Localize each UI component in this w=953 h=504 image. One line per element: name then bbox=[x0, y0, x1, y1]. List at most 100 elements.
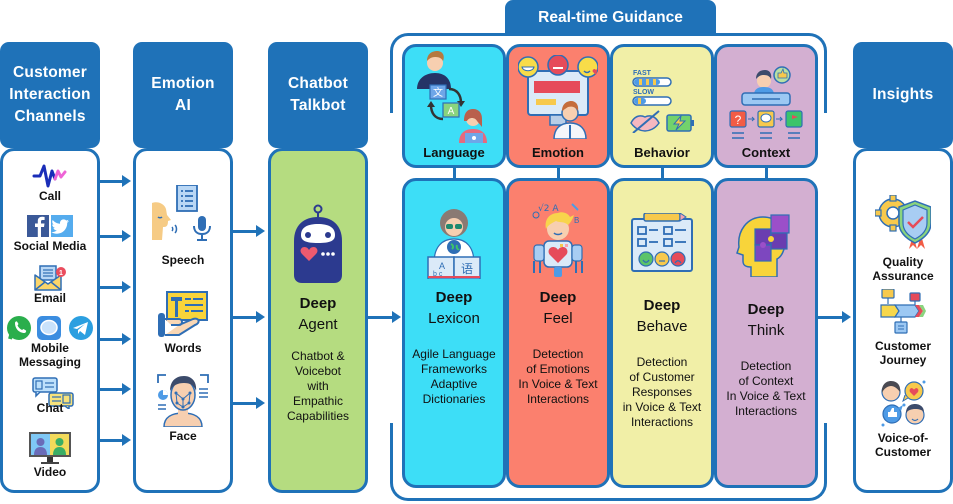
flow-arrow bbox=[100, 383, 131, 395]
module-bold: Deep bbox=[539, 289, 577, 306]
channel-call: Call bbox=[3, 163, 97, 203]
module-name: Lexicon bbox=[428, 310, 480, 327]
module-description: Detection of Customer Responses in Voice… bbox=[622, 355, 702, 429]
svg-text:文: 文 bbox=[433, 86, 443, 99]
flow-arrow bbox=[233, 225, 265, 237]
chatbot-panel: Deep Agent Chatbot & Voicebot with Empat… bbox=[268, 148, 368, 493]
emotion-ai-words: Words bbox=[136, 291, 230, 355]
insight-customer-journey: Customer Journey bbox=[856, 289, 950, 367]
deep-agent-bold: Deep bbox=[299, 295, 337, 312]
realtime-guidance-tab: Real-time Guidance bbox=[505, 0, 716, 36]
flow-arrow bbox=[100, 434, 131, 446]
category-label: Context bbox=[741, 145, 791, 160]
category-emotion: Emotion bbox=[506, 44, 610, 168]
robot-heart-icon bbox=[292, 203, 344, 283]
flow-arrow bbox=[100, 281, 131, 293]
chatbot-header: Chatbot Talkbot bbox=[268, 42, 368, 148]
module-name: Feel bbox=[543, 310, 573, 327]
survey-clipboard-icon bbox=[630, 213, 694, 273]
module-deep-think: Deep Think Detection of Context In Voice… bbox=[714, 178, 818, 488]
channels-panel: Call Social Media 1 Email Mobile Messagi… bbox=[0, 148, 100, 493]
flow-arrow bbox=[100, 333, 131, 345]
svg-text:语: 语 bbox=[461, 262, 473, 276]
flow-arrow bbox=[368, 311, 401, 323]
channels-header: Customer Interaction Channels bbox=[0, 42, 100, 148]
flow-arrow bbox=[818, 311, 851, 323]
connector-line bbox=[453, 168, 456, 178]
deep-agent-name: Agent bbox=[298, 316, 338, 333]
channel-mobile-messaging: Mobile Messaging bbox=[3, 315, 97, 369]
emotion-ai-speech: Speech bbox=[136, 185, 230, 267]
module-bold: Deep bbox=[643, 297, 681, 314]
channel-label: Call bbox=[38, 189, 61, 203]
module-description: Detection of Emotions In Voice & Text In… bbox=[518, 347, 598, 406]
realtime-bracket-top bbox=[390, 33, 827, 113]
module-bold: Deep bbox=[747, 301, 785, 318]
svg-text:B: B bbox=[574, 216, 579, 225]
module-description: Agile Language Frameworks Adaptive Dicti… bbox=[412, 347, 496, 406]
customer-feedback-icon bbox=[879, 379, 927, 427]
video-call-icon bbox=[28, 431, 72, 465]
channel-label: Video bbox=[33, 465, 67, 479]
flow-arrow bbox=[233, 311, 265, 323]
emotion-ai-label: Face bbox=[169, 429, 197, 443]
module-bold: Deep bbox=[435, 289, 473, 306]
channel-label: Social Media bbox=[13, 239, 87, 253]
context-flow-icon: ? bbox=[726, 65, 806, 141]
emotion-ai-panel: Speech Words Face bbox=[133, 148, 233, 493]
speech-voice-icon bbox=[152, 185, 214, 247]
emotion-ai-header: Emotion AI bbox=[133, 42, 233, 148]
text-hand-icon bbox=[157, 291, 209, 339]
emotion-monitor-icon bbox=[518, 55, 598, 139]
category-context: ? Context bbox=[714, 44, 818, 168]
chat-bubbles-icon bbox=[23, 377, 77, 409]
insight-voice-of-customer: Voice-of- Customer bbox=[856, 379, 950, 459]
module-description: Detection of Context In Voice & Text Int… bbox=[726, 359, 806, 418]
deep-agent-description: Chatbot & Voicebot with Empathic Capabil… bbox=[286, 349, 350, 423]
insight-label: Customer Journey bbox=[874, 339, 931, 367]
emotion-ai-label: Words bbox=[164, 341, 202, 355]
deep-agent: Deep Agent Chatbot & Voicebot with Empat… bbox=[271, 203, 365, 424]
channel-label: Chat bbox=[36, 401, 64, 415]
insights-title: Insights bbox=[872, 86, 934, 103]
sound-wave-icon bbox=[32, 163, 68, 189]
channel-label: Mobile Messaging bbox=[18, 341, 81, 369]
face-recognition-icon bbox=[156, 373, 210, 427]
channel-label: Email bbox=[33, 291, 66, 305]
realtime-guidance-title: Real-time Guidance bbox=[538, 9, 683, 26]
category-label: Language bbox=[423, 145, 485, 160]
robot-heart-kid-icon: √2 A B bbox=[530, 201, 586, 279]
messaging-apps-icon bbox=[7, 315, 93, 341]
svg-text:A: A bbox=[448, 106, 455, 117]
insight-quality-assurance: Quality Assurance bbox=[856, 195, 950, 283]
svg-text:1: 1 bbox=[59, 270, 63, 277]
module-name: Think bbox=[747, 322, 785, 339]
flow-arrow bbox=[233, 397, 265, 409]
gear-shield-icon bbox=[875, 195, 931, 249]
svg-text:√2 A: √2 A bbox=[538, 203, 559, 214]
module-deep-feel: √2 A B Deep Feel Detection of Emotions In… bbox=[506, 178, 610, 488]
svg-text:FAST: FAST bbox=[633, 70, 652, 77]
realtime-bracket-bottom bbox=[390, 423, 827, 501]
module-deep-behave: Deep Behave Detection of Customer Respon… bbox=[610, 178, 714, 488]
channel-social-media: Social Media bbox=[3, 215, 97, 253]
emotion-ai-title: Emotion AI bbox=[151, 75, 215, 114]
svg-text:b c: b c bbox=[433, 271, 443, 278]
category-label: Emotion bbox=[532, 145, 584, 160]
svg-text:A: A bbox=[439, 261, 445, 271]
insight-label: Quality Assurance bbox=[872, 255, 934, 283]
connector-line bbox=[765, 168, 768, 178]
channel-email: 1 Email bbox=[3, 265, 97, 305]
emotion-ai-label: Speech bbox=[161, 253, 205, 267]
flow-arrow bbox=[100, 175, 131, 187]
journey-timeline-icon bbox=[879, 289, 927, 335]
module-name: Behave bbox=[636, 318, 688, 335]
insights-panel: Quality Assurance Customer Journey Voice… bbox=[853, 148, 953, 493]
facebook-twitter-icon bbox=[27, 215, 73, 237]
connector-line bbox=[661, 168, 664, 178]
insights-header: Insights bbox=[853, 42, 953, 148]
